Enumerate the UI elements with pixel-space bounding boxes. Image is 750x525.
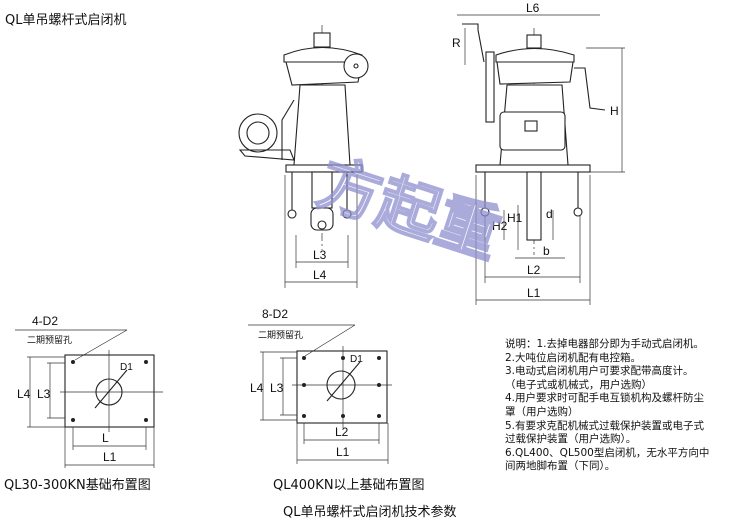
dim-L3: L3 <box>37 387 51 401</box>
dim-L2: L2 <box>527 263 541 277</box>
dim-L2: L2 <box>335 425 349 439</box>
note-line: 过载保护装置（用户选购）。 <box>505 433 637 446</box>
dim-D1: D1 <box>120 362 133 373</box>
foundation-plan-small: 4-D2 二期预留孔 D1 L4 L3 L L1 <box>15 314 163 468</box>
dim-L6: L6 <box>526 1 540 15</box>
footer-title: QL单吊螺杆式启闭机技术参数 <box>283 505 457 520</box>
watermark: 方起重 <box>310 145 509 272</box>
dim-H2: H2 <box>492 219 508 233</box>
dim-H: H <box>610 104 619 118</box>
note-line: 5.有要求克配机械式过载保护装置或电子式 <box>505 419 705 432</box>
dim-b: b <box>543 244 550 258</box>
note-line: （电子式或机械式，用户选购） <box>505 378 652 391</box>
reserved-holes-label: 二期预留孔 <box>27 334 72 345</box>
front-elevation: L6 R H H2 H1 d b <box>452 1 625 305</box>
dim-L3: L3 <box>313 248 327 262</box>
note-line: 罩（用户选购） <box>505 405 579 418</box>
reserved-holes-label: 二期预留孔 <box>258 329 303 340</box>
note-line: 2.大吨位启闭机配有电控箱。 <box>505 351 642 364</box>
dim-L1: L1 <box>103 450 117 464</box>
dim-L3: L3 <box>270 381 284 395</box>
note-line: 3.电动式启闭机用户可要求配带高度计。 <box>505 365 694 378</box>
foundation-plan-large: 8-D2 二期预留孔 D1 L4 L3 L2 L1 <box>248 307 392 464</box>
caption-small-plan: QL30-300KN基础布置图 <box>4 478 151 493</box>
holes-label: 8-D2 <box>262 307 288 321</box>
dim-d: d <box>546 207 553 221</box>
dim-R: R <box>452 36 461 50</box>
note-line: 说明：1.去掉电器部分即为手动式启闭机。 <box>505 338 705 350</box>
note-line: 6.QL400、QL500型启闭机，无水平方向中 <box>505 446 710 459</box>
dim-L4: L4 <box>17 387 31 401</box>
dim-L4: L4 <box>313 268 327 282</box>
dim-L1: L1 <box>336 445 350 459</box>
dim-L: L <box>102 431 109 445</box>
note-line: 4.用户要求时可配手电互锁机构及螺杆防尘 <box>505 392 705 405</box>
dim-H1: H1 <box>507 211 523 225</box>
note-line: 间两地脚布置（下同）。 <box>505 460 616 473</box>
dim-L1: L1 <box>527 286 541 300</box>
notes: 说明：1.去掉电器部分即为手动式启闭机。 2.大吨位启闭机配有电控箱。 3.电动… <box>505 338 709 474</box>
caption-large-plan: QL400KN以上基础布置图 <box>273 478 425 493</box>
side-elevation: L3 L4 <box>238 25 369 288</box>
dim-L4: L4 <box>250 381 264 395</box>
holes-label: 4-D2 <box>32 314 58 328</box>
sheet-title: QL单吊螺杆式启闭机 <box>5 13 127 28</box>
dim-D1: D1 <box>350 354 363 365</box>
